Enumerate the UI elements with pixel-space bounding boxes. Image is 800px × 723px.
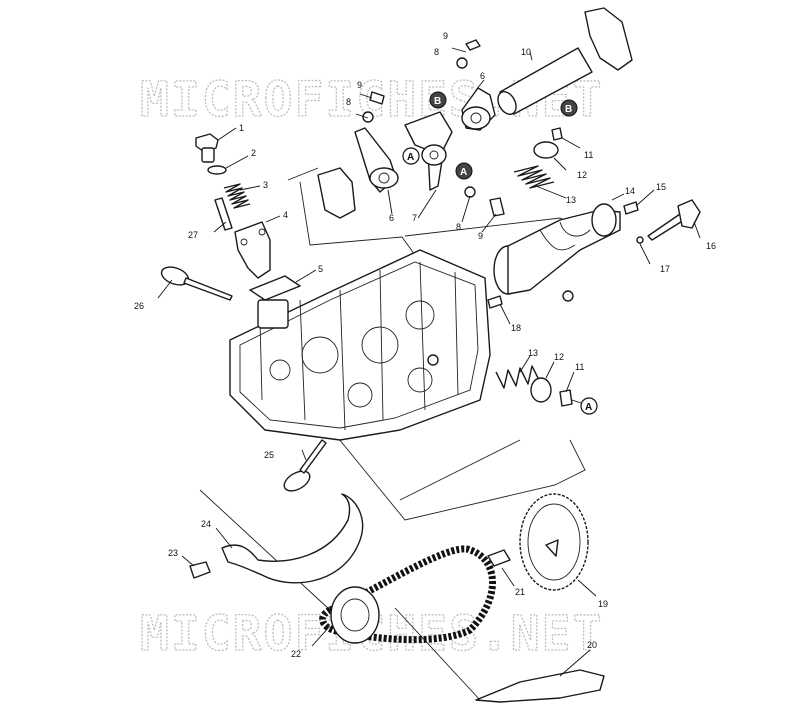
callout-19: 19: [598, 599, 608, 609]
callout-18: 18: [511, 323, 521, 333]
callout-26: 26: [134, 301, 144, 311]
callout-5: 5: [318, 264, 323, 274]
callout-9-mid: 9: [357, 80, 362, 90]
callout-9-top: 9: [443, 31, 448, 41]
part-10-rocker-shaft: [497, 47, 593, 115]
part-26-valve: [160, 266, 233, 301]
part-16-sensor: [647, 199, 701, 241]
part-20-chain-guide: [475, 669, 605, 703]
callout-2: 2: [251, 148, 256, 158]
callout-6-right: 6: [480, 71, 485, 81]
callout-3: 3: [263, 180, 268, 190]
part-15-pin: [623, 201, 639, 215]
part-3-spring: [223, 183, 251, 209]
ref-a-circle-left: A: [402, 147, 420, 165]
callout-14: 14: [625, 186, 635, 196]
callout-numbers: 1 2 3 4 5 27 26 25 6 7 6 9 8 9 8 8 9 10 …: [134, 31, 716, 659]
callout-12-top: 12: [577, 170, 587, 180]
callout-11-top: 11: [584, 150, 593, 160]
ref-b-circle-upper-left: B: [429, 91, 447, 109]
part-18-dowel: [487, 295, 503, 309]
cylinder-head: [229, 249, 491, 441]
part-21-bolt: [487, 549, 511, 567]
valve-spring-group-upper: [513, 127, 563, 189]
callout-24: 24: [201, 519, 211, 529]
part-1-plug-bolt: [195, 133, 219, 163]
part-7-rocker-arm-center: [404, 111, 453, 191]
crank-sprocket: [330, 586, 380, 644]
part-5-gasket: [249, 275, 301, 301]
callout-17: 17: [660, 264, 670, 274]
part-25-valve: [283, 439, 327, 492]
svg-text:B: B: [565, 104, 572, 115]
callout-27: 27: [188, 230, 198, 240]
svg-text:A: A: [585, 402, 592, 413]
small-nut: [562, 290, 574, 302]
callout-20: 20: [587, 640, 597, 650]
svg-text:A: A: [407, 152, 414, 163]
callout-25: 25: [264, 450, 274, 460]
rocker-bracket-top-right: [584, 7, 633, 71]
callout-16: 16: [706, 241, 716, 251]
callout-8-top: 8: [434, 47, 439, 57]
part-23-bolt: [189, 561, 211, 579]
callout-8-mid: 8: [346, 97, 351, 107]
rocker-bracket-left: [317, 167, 356, 219]
callout-13-low: 13: [528, 348, 538, 358]
callout-13-top: 13: [566, 195, 576, 205]
callout-4: 4: [283, 210, 288, 220]
callout-21: 21: [515, 587, 525, 597]
callout-7: 7: [412, 213, 417, 223]
part-14-camshaft: [493, 203, 621, 295]
part-17-washer: [636, 236, 644, 244]
part-27-pin: [214, 197, 233, 231]
part-6-rocker-arm-left: [354, 127, 399, 193]
callout-9-low: 9: [478, 231, 483, 241]
svg-text:B: B: [434, 96, 441, 107]
valve-spring-group-lower: [495, 365, 573, 407]
callout-1: 1: [239, 123, 244, 133]
part-2-washer: [207, 165, 227, 175]
callout-15: 15: [656, 182, 666, 192]
part-19-cam-sprocket: [519, 493, 589, 591]
ref-b-circle-right: B: [560, 99, 578, 117]
callout-23: 23: [168, 548, 178, 558]
callout-11-low: 11: [575, 362, 584, 372]
callout-22: 22: [291, 649, 301, 659]
adjuster-screws: [362, 39, 505, 217]
callout-10: 10: [521, 47, 531, 57]
leader-lines: [157, 47, 701, 677]
ref-a-circle-lower: A: [580, 397, 598, 415]
part-4-tensioner: [234, 221, 271, 279]
part-24-chain-guide: [221, 493, 364, 584]
callout-6-left: 6: [389, 213, 394, 223]
callout-8-low: 8: [456, 222, 461, 232]
svg-text:A: A: [460, 167, 467, 178]
circled-references: B B A A A: [402, 91, 598, 415]
callout-12-low: 12: [554, 352, 564, 362]
ref-a-circle-mid: A: [455, 162, 473, 180]
